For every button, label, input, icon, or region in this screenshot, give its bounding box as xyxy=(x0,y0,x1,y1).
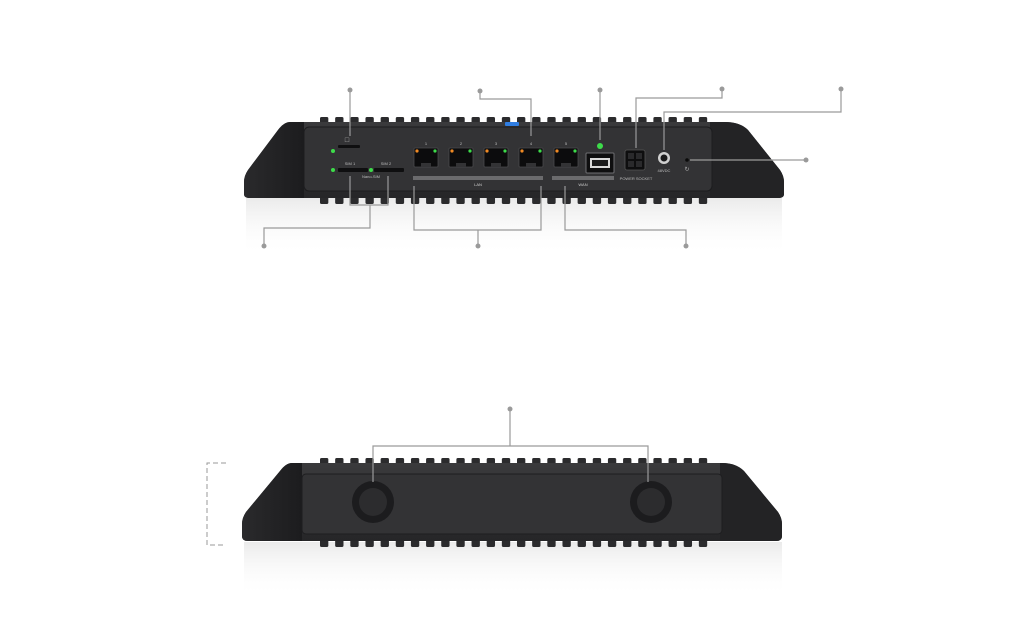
status-led-1 xyxy=(331,149,335,153)
port-led-green xyxy=(503,149,507,153)
front-view: □ SIM 1 SIM 2 Nano-SIM 1 2 3 4 5 LAN WAN POW… xyxy=(244,117,784,256)
front-left-side xyxy=(244,122,304,198)
power-socket-pin-3 xyxy=(628,161,634,167)
sim-2-slot[interactable] xyxy=(374,168,404,172)
callout-lan-label xyxy=(413,186,542,245)
wan-label: WAN xyxy=(578,182,587,187)
rear-right-side xyxy=(720,463,782,541)
port-led-orange xyxy=(485,149,489,153)
rj45-port-clip xyxy=(561,163,571,167)
power-socket-pin-2 xyxy=(636,153,642,159)
dimension-bracket xyxy=(206,462,226,546)
sim-1-slot[interactable] xyxy=(338,168,368,172)
port-led-orange xyxy=(555,149,559,153)
callout-dot xyxy=(475,243,481,249)
port-number-label: 2 xyxy=(460,141,463,146)
sfp-port-slot xyxy=(592,160,608,166)
callout-dot xyxy=(838,86,844,92)
power-socket-label: POWER SOCKET xyxy=(620,176,653,181)
rj45-port-3[interactable]: 3 xyxy=(483,141,509,168)
lan-label: LAN xyxy=(474,182,482,187)
wan-strip xyxy=(552,176,614,180)
callout-dot xyxy=(719,86,725,92)
callout-dc-jack xyxy=(663,90,842,150)
rj45-port-1[interactable]: 1 xyxy=(413,141,439,168)
sim-1-label: SIM 1 xyxy=(345,161,356,166)
rj45-port-clip xyxy=(491,163,501,167)
port-number-label: 4 xyxy=(530,141,533,146)
dc-jack-label: 48VDC xyxy=(658,168,671,173)
callout-dot xyxy=(507,406,513,412)
status-led-2 xyxy=(331,168,335,172)
front-reflection xyxy=(246,198,782,256)
sd-slot[interactable] xyxy=(338,145,360,148)
callout-dot xyxy=(347,87,353,93)
callout-power-socket xyxy=(635,90,723,148)
status-led-3 xyxy=(369,168,373,172)
rj45-ports: 1 2 3 4 5 xyxy=(413,141,579,168)
callout-wan-label xyxy=(564,186,687,245)
status-light-bar xyxy=(505,122,519,126)
rj45-port-2[interactable]: 2 xyxy=(448,141,474,168)
front-callouts xyxy=(263,90,842,245)
memory-card-icon: □ xyxy=(345,137,350,144)
callout-dot xyxy=(597,87,603,93)
rj45-port-clip xyxy=(421,163,431,167)
callout-sim-slots xyxy=(263,176,389,245)
rear-view xyxy=(242,458,782,597)
callout-lan-ports xyxy=(479,92,532,136)
sim-2-label: SIM 2 xyxy=(381,161,392,166)
port-led-orange xyxy=(520,149,524,153)
callout-dot xyxy=(261,243,267,249)
reset-button[interactable] xyxy=(685,158,689,162)
rj45-port-5[interactable]: 5 xyxy=(553,141,579,168)
port-led-orange xyxy=(415,149,419,153)
power-socket-pin-4 xyxy=(636,161,642,167)
reset-icon: ↻ xyxy=(684,166,689,173)
rear-callouts xyxy=(372,410,649,482)
port-led-green xyxy=(433,149,437,153)
rj45-port-clip xyxy=(456,163,466,167)
port-led-green xyxy=(538,149,542,153)
callout-dot xyxy=(803,157,809,163)
rj45-port-clip xyxy=(526,163,536,167)
sfp-led xyxy=(597,143,603,149)
port-led-orange xyxy=(450,149,454,153)
callout-dot xyxy=(683,243,689,249)
dc-jack-inner xyxy=(660,154,668,162)
rj45-port-4[interactable]: 4 xyxy=(518,141,544,168)
port-number-label: 1 xyxy=(425,141,428,146)
port-number-label: 3 xyxy=(495,141,498,146)
rear-left-side xyxy=(242,463,302,541)
front-callout-dots xyxy=(261,86,844,249)
sim-group-label: Nano-SIM xyxy=(362,174,380,179)
callout-dot xyxy=(477,88,483,94)
power-socket-pin-1 xyxy=(628,153,634,159)
rear-face-panel xyxy=(301,473,723,535)
port-number-label: 5 xyxy=(565,141,568,146)
rubber-foot-right-inner xyxy=(637,488,665,516)
lan-strip xyxy=(413,176,543,180)
rubber-foot-left-inner xyxy=(359,488,387,516)
callout-rubber-feet xyxy=(372,410,649,482)
rear-reflection xyxy=(244,542,782,597)
port-led-green xyxy=(468,149,472,153)
port-led-green xyxy=(573,149,577,153)
